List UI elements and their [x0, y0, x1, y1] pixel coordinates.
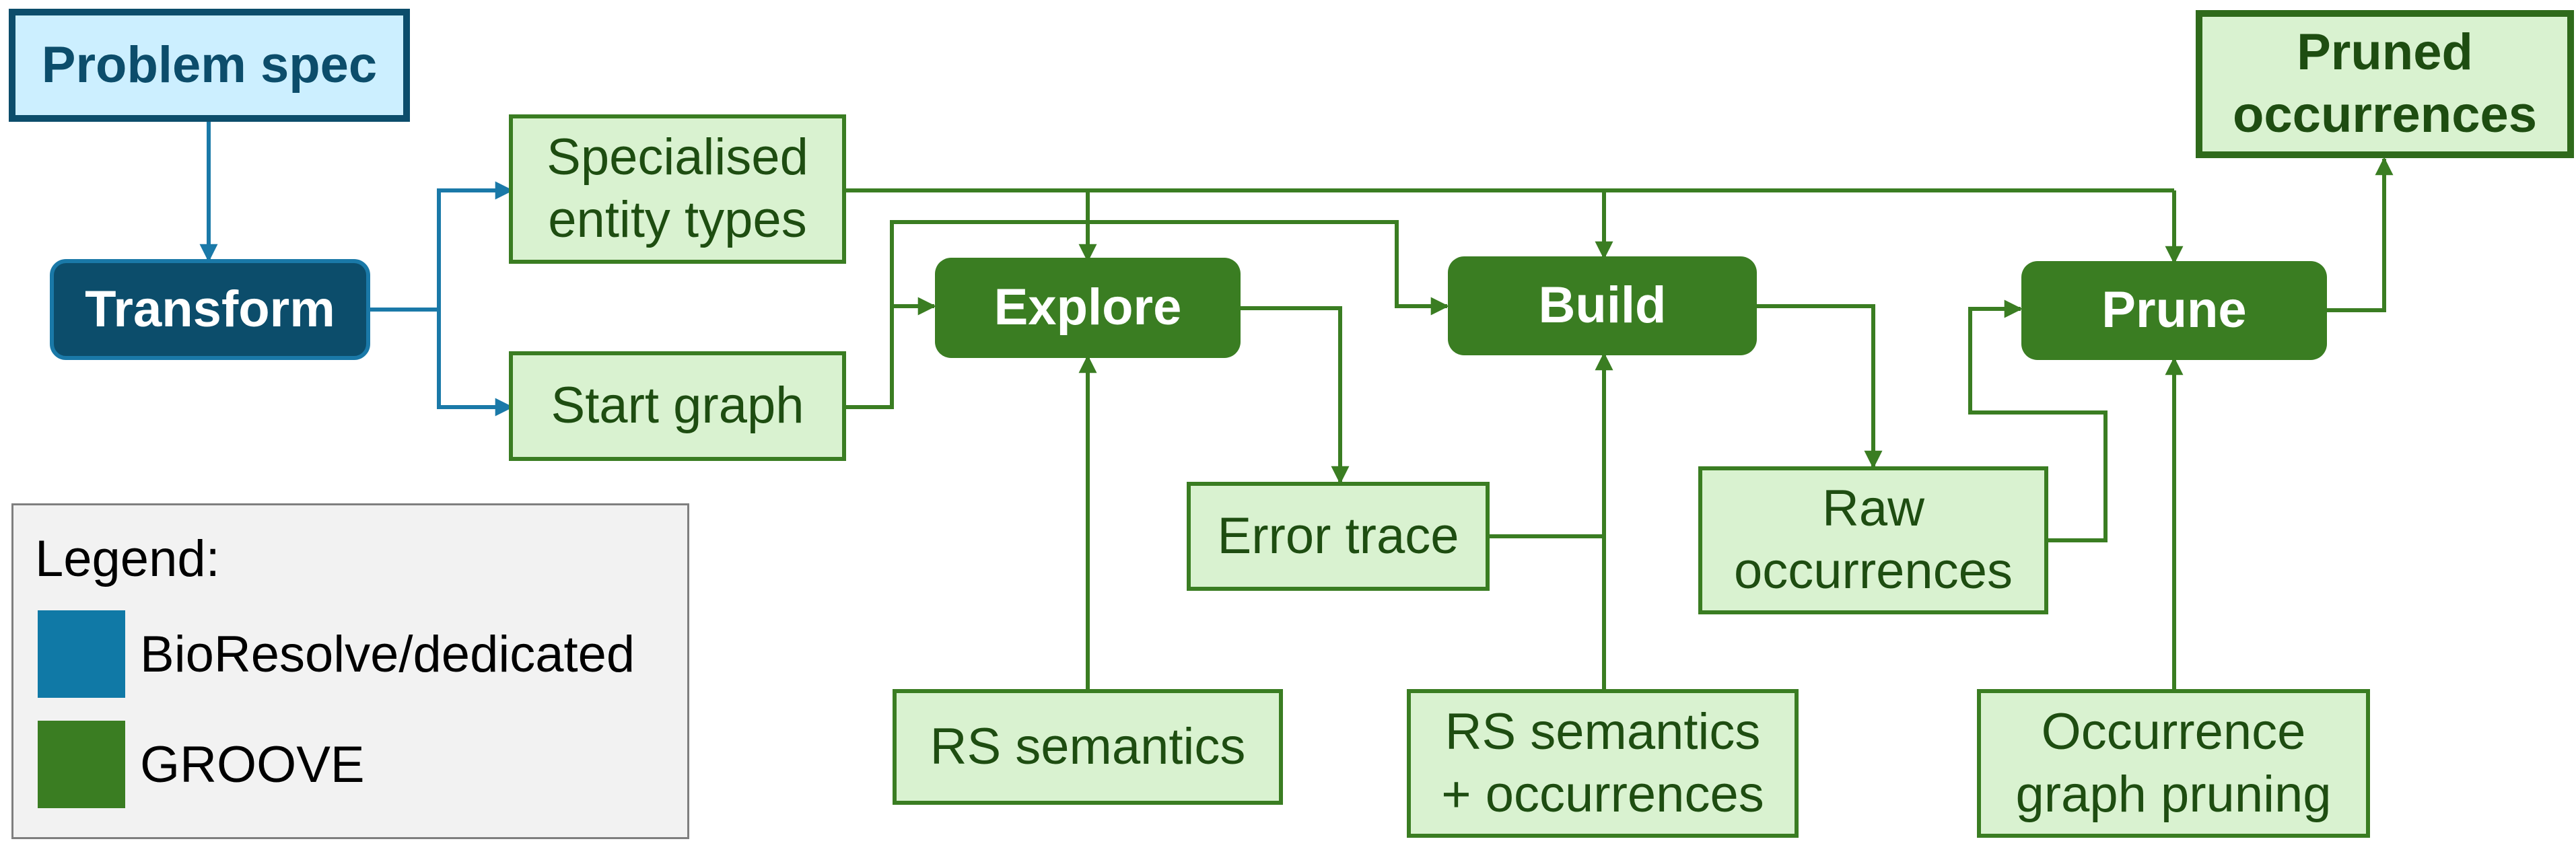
edge-explore-to-error-trace: [1241, 306, 1350, 484]
build-label: Build: [1538, 277, 1667, 334]
legend-item-groove: GROOVE: [38, 721, 365, 808]
problem-spec-label: Problem spec: [41, 36, 378, 94]
explore-box: Explore: [935, 258, 1241, 358]
rs-semantics-label: RS semantics: [930, 717, 1246, 775]
legend-panel: Legend: BioResolve/dedicated GROOVE: [11, 503, 689, 839]
rs-semantics-occurrences-box: RS semantics + occurrences: [1407, 689, 1799, 838]
start-graph-label: Start graph: [551, 377, 804, 435]
edge-raw-to-prune: [1968, 299, 2108, 542]
rs-semantics-occurrences-line-1: RS semantics: [1444, 703, 1761, 760]
error-trace-label: Error trace: [1217, 507, 1459, 565]
pruned-occurrences-line-1: Pruned: [2297, 24, 2473, 81]
transform-label: Transform: [85, 280, 335, 338]
rs-semantics-box: RS semantics: [893, 689, 1283, 805]
legend-title: Legend:: [35, 530, 220, 587]
legend-item-bioresolve: BioResolve/dedicated: [38, 610, 635, 698]
raw-occurrences-box: Raw occurrences: [1698, 466, 2048, 614]
start-graph-box: Start graph: [509, 351, 846, 461]
specialised-entity-types-line-2: entity types: [548, 191, 807, 248]
build-box: Build: [1448, 256, 1757, 355]
raw-occurrences-line-1: Raw: [1821, 480, 1925, 538]
rs-semantics-occurrences-line-2: + occurrences: [1441, 765, 1764, 823]
specialised-entity-types-line-1: Specialised: [547, 129, 808, 186]
specialised-entity-types-box: Specialised entity types: [509, 114, 846, 264]
edge-build-to-raw: [1757, 304, 1883, 469]
prune-label: Prune: [2101, 281, 2247, 339]
prune-box: Prune: [2021, 261, 2327, 360]
legend-label-bioresolve: BioResolve/dedicated: [140, 625, 635, 683]
occurrence-graph-pruning-line-1: Occurrence: [2041, 703, 2306, 760]
legend-swatch-green: [38, 721, 125, 808]
edge-transform-to-start-graph: [437, 310, 514, 417]
occurrence-graph-pruning-line-2: graph pruning: [2015, 765, 2332, 823]
edge-prune-to-pruned: [2327, 157, 2394, 312]
error-trace-box: Error trace: [1187, 482, 1490, 591]
occurrence-graph-pruning-box: Occurrence graph pruning: [1977, 689, 2370, 838]
problem-spec-box: Problem spec: [9, 9, 410, 122]
legend-label-groove: GROOVE: [140, 735, 365, 793]
legend-swatch-blue: [38, 610, 125, 698]
edge-transform-to-entity-types: [370, 181, 514, 312]
edge-start-graph-split: [846, 220, 1449, 409]
explore-label: Explore: [994, 279, 1182, 336]
pruned-occurrences-line-2: occurrences: [2232, 86, 2538, 143]
transform-box: Transform: [50, 259, 370, 360]
raw-occurrences-line-2: occurrences: [1734, 542, 2013, 600]
pruned-occurrences-box: Pruned occurrences: [2196, 10, 2574, 158]
